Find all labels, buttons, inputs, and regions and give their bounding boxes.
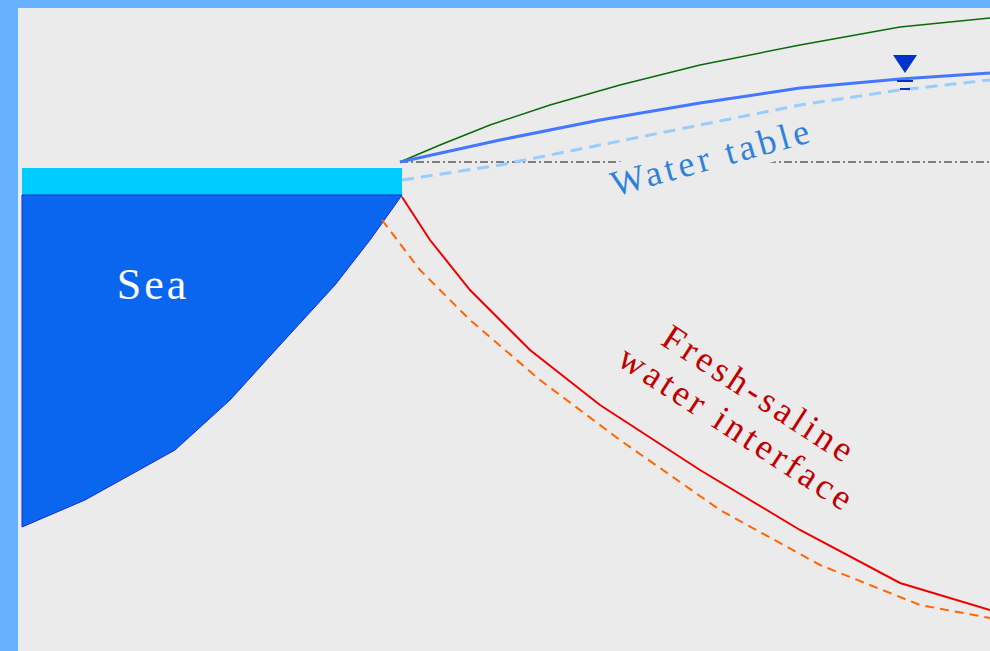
water-table-symbol (893, 55, 917, 73)
sea-body (22, 195, 402, 527)
interface-dashed (382, 220, 990, 618)
ground (18, 8, 990, 651)
water-table-symbol (897, 80, 913, 82)
water-table-symbol (900, 88, 910, 90)
interface-line (402, 197, 990, 610)
sea-surface (22, 168, 402, 197)
sea-label: Sea (115, 260, 192, 311)
